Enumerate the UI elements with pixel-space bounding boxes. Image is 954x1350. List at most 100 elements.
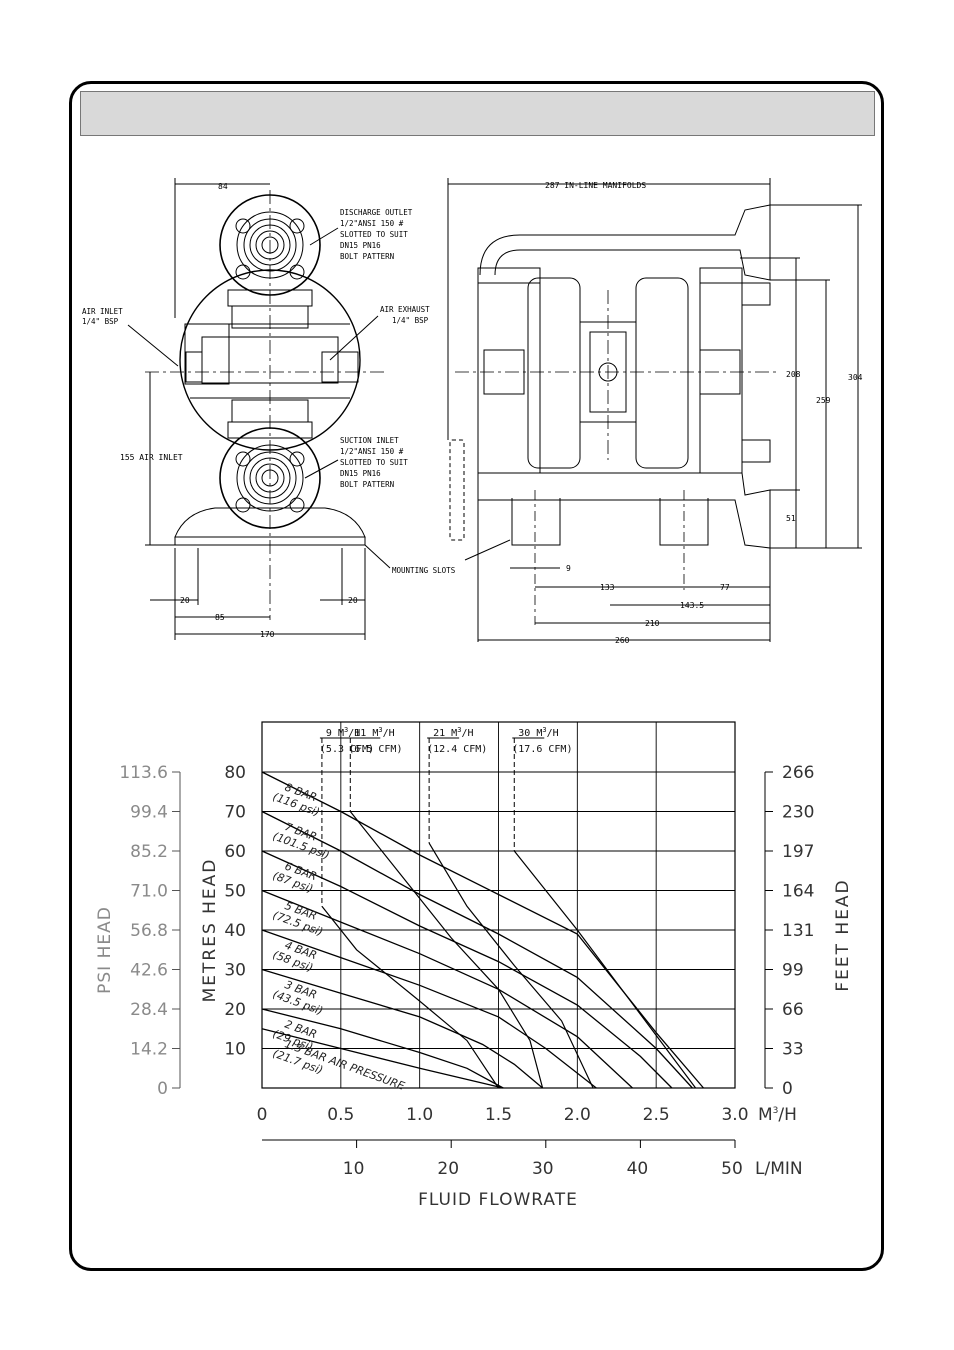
y-right-tick-label: 33 — [782, 1040, 804, 1060]
dim-259: 259 — [816, 396, 831, 405]
callout-mounting-slots: MOUNTING SLOTS — [392, 566, 456, 575]
page-frame — [69, 81, 884, 1271]
y-tick-label: 10 — [224, 1040, 246, 1060]
x-tick-label: 1.0 — [406, 1105, 433, 1125]
x2-unit-label: L/MIN — [755, 1159, 803, 1179]
y-left-tick-label: 85.2 — [130, 842, 168, 862]
y-left-tick-label: 99.4 — [130, 803, 168, 823]
svg-text:1/4" BSP: 1/4" BSP — [392, 316, 429, 325]
series-label: 5 BAR(72.5 psi) — [271, 899, 325, 939]
callout-air-inlet: AIR INLET 1/4" BSP — [82, 307, 123, 326]
svg-text:DN15 PN16: DN15 PN16 — [340, 469, 381, 478]
y-axis-label: METRES HEAD — [200, 858, 220, 1003]
x-tick-label: 2.5 — [643, 1105, 670, 1125]
dim-77: 77 — [720, 583, 730, 592]
pressure-curve — [261, 968, 544, 1089]
svg-text:BOLT PATTERN: BOLT PATTERN — [340, 480, 394, 489]
series-label: 1.5 BAR AIR PRESSURE(21.7 psi) — [271, 1037, 406, 1093]
x-axis-label: FLUID FLOWRATE — [418, 1190, 578, 1210]
y-right-tick-label: 131 — [782, 921, 814, 941]
callout-discharge: DISCHARGE OUTLET 1/2"ANSI 150 # SLOTTED … — [340, 208, 413, 261]
callout-air-exhaust: AIR EXHAUST 1/4" BSP — [380, 305, 430, 325]
chart-grid — [261, 721, 736, 1089]
dim-slot-right: 20 — [348, 596, 358, 605]
y-tick-label: 70 — [224, 803, 246, 823]
svg-text:BOLT PATTERN: BOLT PATTERN — [340, 252, 394, 261]
air-cfm-label: (12.4 CFM) — [427, 744, 487, 755]
dim-287: 287 IN-LINE MANIFOLDS — [545, 181, 646, 190]
y-right-tick-label: 99 — [782, 961, 804, 981]
dim-9: 9 — [566, 564, 571, 573]
svg-text:SLOTTED TO SUIT: SLOTTED TO SUIT — [340, 458, 408, 467]
y-left-tick-label: 56.8 — [130, 921, 168, 941]
air-consumption-curve — [513, 850, 697, 1089]
y-left-tick-label: 71.0 — [130, 882, 168, 902]
x-tick-label: 3.0 — [721, 1105, 748, 1125]
air-flow-label: 11 M3/H — [354, 726, 394, 739]
y-right-tick-label: 0 — [782, 1079, 793, 1099]
air-consumption-curve — [349, 811, 544, 1089]
pressure-curve — [261, 1028, 504, 1089]
title-bar — [80, 91, 875, 136]
air-flow-label: 21 M3/H — [433, 726, 473, 739]
x2-tick-label: 40 — [627, 1159, 649, 1179]
y-left-axis-label: PSI HEAD — [95, 906, 115, 994]
series-layer: 8 BAR(116 psi)7 BAR(101.5 psi)6 BAR(87 p… — [261, 771, 704, 1093]
x2-tick-label: 30 — [532, 1159, 554, 1179]
pressure-curve — [261, 929, 597, 1089]
y-tick-label: 80 — [224, 763, 246, 783]
callout-suction: SUCTION INLET 1/2"ANSI 150 # SLOTTED TO … — [340, 436, 408, 489]
side-view — [447, 178, 862, 642]
pressure-curve — [261, 889, 633, 1089]
air-consumption-curve — [428, 842, 594, 1089]
pressure-curve — [261, 771, 704, 1089]
y-left-tick-label: 28.4 — [130, 1000, 168, 1020]
air-cfm-label: (6.5 CFM) — [348, 744, 402, 755]
x2-tick-label: 20 — [437, 1159, 459, 1179]
x-unit-label: M3/H — [758, 1105, 797, 1125]
y-right-tick-label: 230 — [782, 803, 814, 823]
dim-133: 133 — [600, 583, 615, 592]
x-tick-label: 2.0 — [564, 1105, 591, 1125]
svg-text:1/2"ANSI 150 #: 1/2"ANSI 150 # — [340, 447, 404, 456]
svg-text:AIR EXHAUST: AIR EXHAUST — [380, 305, 430, 314]
svg-text:DISCHARGE OUTLET: DISCHARGE OUTLET — [340, 208, 413, 217]
svg-text:SLOTTED TO SUIT: SLOTTED TO SUIT — [340, 230, 408, 239]
dim-170: 170 — [260, 630, 275, 639]
pressure-curve — [261, 1008, 504, 1089]
dim-air-inlet: 155 AIR INLET — [120, 453, 183, 462]
dim-143-5: 143.5 — [680, 601, 704, 610]
pressure-curve — [261, 810, 693, 1089]
y-tick-label: 50 — [224, 882, 246, 902]
dim-208: 208 — [786, 370, 801, 379]
air-flow-label: 30 M3/H — [518, 726, 558, 739]
y-right-axis-label: FEET HEAD — [833, 878, 853, 991]
dim-slot-left: 20 — [180, 596, 190, 605]
series-label: 4 BAR(58 psi) — [271, 939, 319, 975]
dim-304: 304 — [848, 373, 863, 382]
y-left-tick-label: 14.2 — [130, 1040, 168, 1060]
series-label: 3 BAR(43.5 psi) — [271, 978, 325, 1018]
svg-text:DN15 PN16: DN15 PN16 — [340, 241, 381, 250]
air-consumption-layer: 9 M3/H(5.3 CFM)11 M3/H(6.5 CFM)21 M3/H(1… — [319, 726, 697, 1089]
air-cfm-label: (17.6 CFM) — [512, 744, 572, 755]
dim-84: 84 — [218, 182, 228, 191]
x-tick-label: 0.5 — [327, 1105, 354, 1125]
pressure-curve — [261, 850, 673, 1089]
dim-210: 210 — [645, 619, 660, 628]
y-left-tick-label: 113.6 — [119, 763, 168, 783]
y-right-tick-label: 66 — [782, 1000, 804, 1020]
air-consumption-curve — [321, 905, 499, 1089]
y-tick-label: 20 — [224, 1000, 246, 1020]
axes-layer: 8070605040302010113.699.485.271.056.842.… — [119, 763, 814, 1179]
y-right-tick-label: 164 — [782, 882, 814, 902]
x-tick-label: 1.5 — [485, 1105, 512, 1125]
y-tick-label: 60 — [224, 842, 246, 862]
y-right-tick-label: 197 — [782, 842, 814, 862]
x2-tick-label: 10 — [343, 1159, 365, 1179]
front-view — [127, 178, 391, 640]
y-tick-label: 40 — [224, 921, 246, 941]
y-right-tick-label: 266 — [782, 763, 814, 783]
y-tick-label: 30 — [224, 961, 246, 981]
